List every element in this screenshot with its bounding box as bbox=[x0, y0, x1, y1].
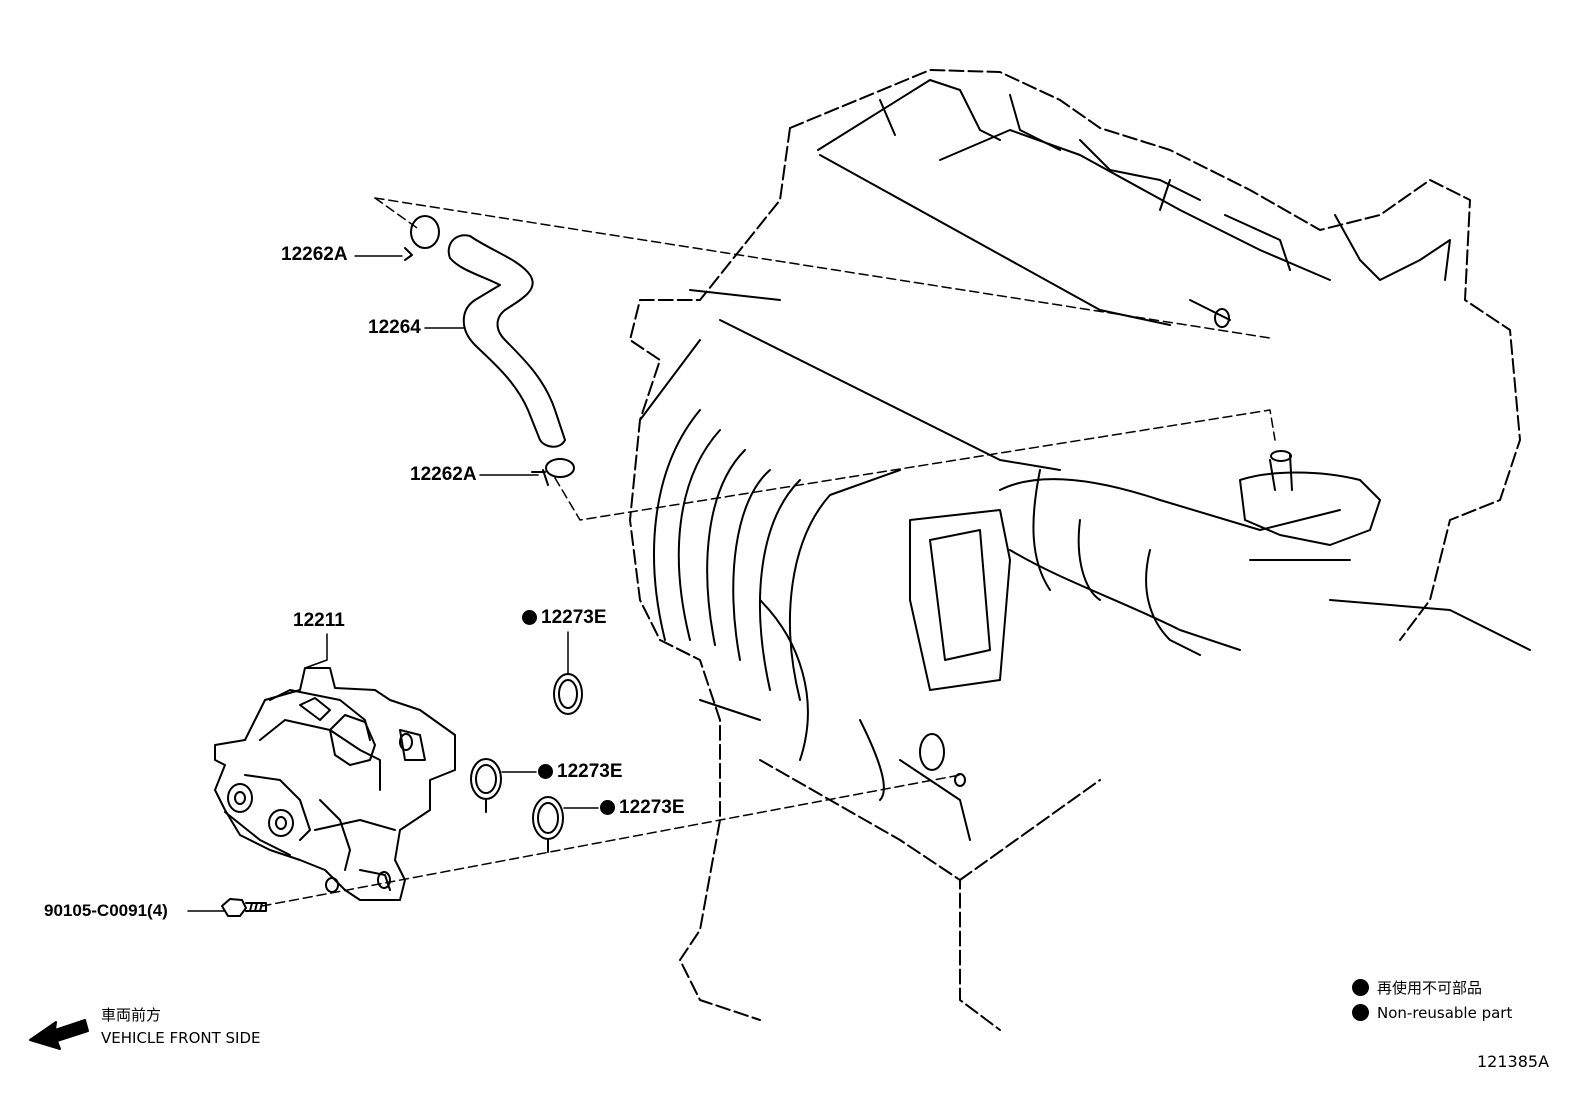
callout-separator: 12211 bbox=[293, 610, 345, 631]
engine-detail-lines bbox=[639, 79, 1531, 841]
clip-top bbox=[404, 215, 440, 261]
gasket-c bbox=[532, 796, 564, 853]
callout-hose: 12264 bbox=[368, 317, 421, 338]
callout-clip-top: 12262A bbox=[281, 244, 348, 265]
non-reusable-dot-icon bbox=[538, 764, 553, 779]
callout-clip-bottom: 12262A bbox=[410, 464, 477, 485]
engine-block-outline bbox=[629, 69, 1521, 1031]
callout-leaders bbox=[187, 255, 599, 912]
bolt-part bbox=[221, 898, 267, 917]
reference-lines bbox=[261, 197, 1276, 907]
non-reusable-dot-icon bbox=[522, 610, 537, 625]
non-reusable-dot-icon bbox=[1352, 1004, 1369, 1021]
callout-gasket-a: 12273E bbox=[522, 607, 607, 629]
callout-gasket-c: 12273E bbox=[600, 797, 685, 819]
oil-separator-part bbox=[214, 667, 456, 901]
callout-gasket-b: 12273E bbox=[538, 761, 623, 783]
gasket-b bbox=[470, 758, 502, 813]
non-reusable-dot-icon bbox=[1352, 979, 1369, 996]
direction-label-en: VEHICLE FRONT SIDE bbox=[101, 1029, 261, 1047]
hose-part bbox=[447, 234, 566, 448]
figure-id: 121385A bbox=[1477, 1052, 1550, 1071]
direction-label-jp: 車両前方 bbox=[101, 1006, 162, 1024]
clip-bottom bbox=[531, 458, 575, 486]
legend-row-jp: 再使用不可部品 bbox=[1352, 979, 1482, 997]
callout-bolt: 90105-C0091(4) bbox=[44, 901, 168, 920]
non-reusable-dot-icon bbox=[600, 800, 615, 815]
arrow-left-icon bbox=[29, 1019, 89, 1050]
legend-row-en: Non-reusable part bbox=[1352, 1004, 1512, 1022]
gasket-a bbox=[553, 673, 583, 715]
